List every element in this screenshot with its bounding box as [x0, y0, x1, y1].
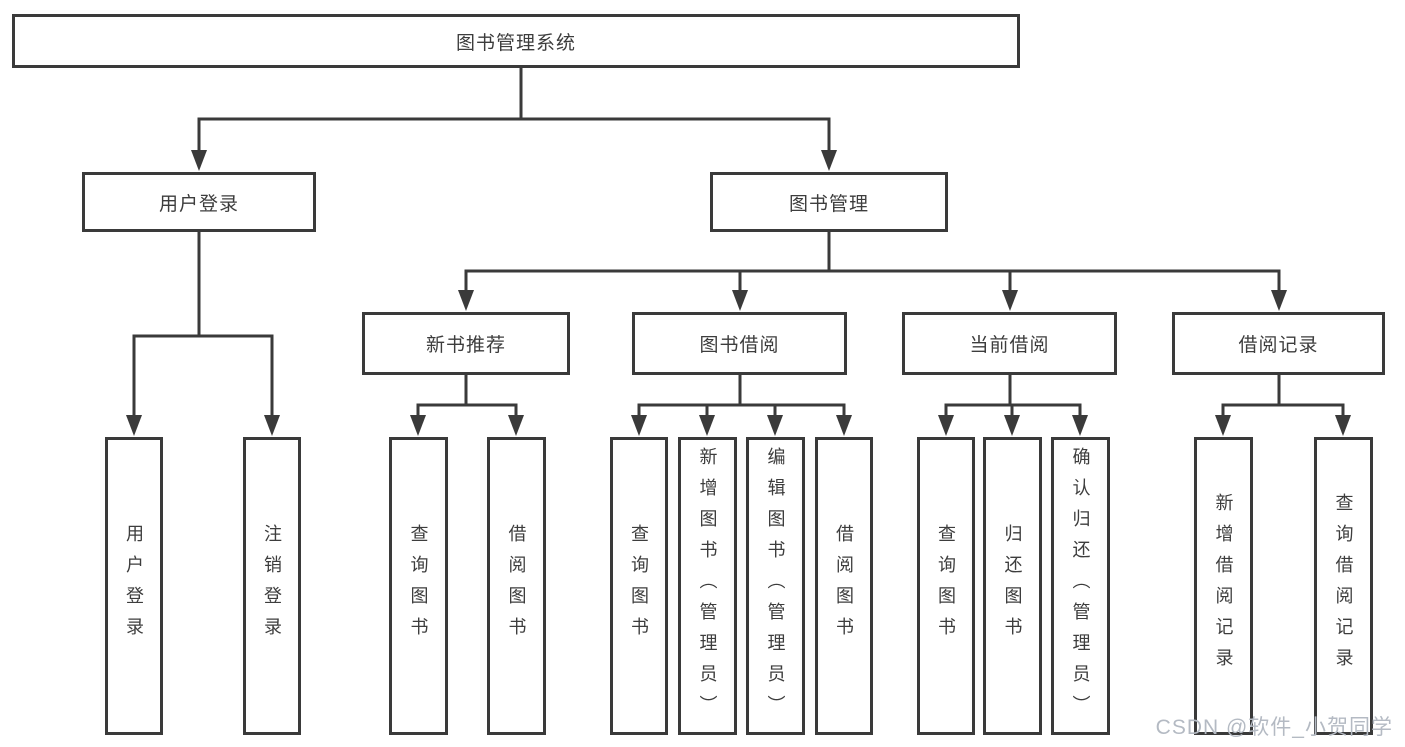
- leaf-borrow-books: 借阅图书: [487, 437, 546, 735]
- node-label: 查询图书: [629, 524, 649, 648]
- leaf-borrow-books-borrowing: 借阅图书: [815, 437, 873, 735]
- node-book-borrowing: 图书借阅: [632, 312, 847, 375]
- leaf-query-books-current: 查询图书: [917, 437, 975, 735]
- node-label: 借阅图书: [506, 524, 527, 648]
- node-library-management-system: 图书管理系统: [12, 14, 1020, 68]
- node-label: 新增借阅记录: [1213, 493, 1234, 679]
- node-label: 新增图书（管理员）: [697, 446, 718, 726]
- node-label: 查询借阅记录: [1333, 493, 1354, 679]
- node-borrow-records: 借阅记录: [1172, 312, 1385, 375]
- node-label: 新书推荐: [425, 335, 506, 356]
- node-book-management: 图书管理: [710, 172, 948, 232]
- leaf-confirm-return-admin: 确认归还（管理员）: [1051, 437, 1110, 735]
- node-label: 图书管理系统: [455, 32, 576, 54]
- leaf-edit-book-admin: 编辑图书（管理员）: [746, 437, 805, 735]
- node-label: 用户登录: [158, 193, 239, 215]
- node-label: 归还图书: [1002, 524, 1023, 648]
- leaf-add-book-admin: 新增图书（管理员）: [678, 437, 737, 735]
- leaf-user-login: 用户登录: [105, 437, 163, 735]
- leaf-query-borrow-record: 查询借阅记录: [1314, 437, 1373, 735]
- node-label: 注销登录: [262, 524, 282, 648]
- leaf-logout: 注销登录: [243, 437, 301, 735]
- node-current-borrowing: 当前借阅: [902, 312, 1117, 375]
- leaf-return-books: 归还图书: [983, 437, 1042, 735]
- node-label: 查询图书: [936, 524, 956, 648]
- node-label: 借阅记录: [1238, 335, 1319, 356]
- node-label: 编辑图书（管理员）: [765, 446, 786, 726]
- csdn-watermark: CSDN @软件_小贺同学: [1155, 716, 1393, 739]
- node-label: 用户登录: [124, 524, 144, 648]
- leaf-query-books-borrowing: 查询图书: [610, 437, 668, 735]
- node-label: 查询图书: [408, 524, 429, 648]
- node-label: 图书借阅: [699, 335, 780, 356]
- leaf-add-borrow-record: 新增借阅记录: [1194, 437, 1253, 735]
- arrowheads: [126, 150, 1351, 436]
- node-label: 图书管理: [788, 193, 869, 215]
- node-new-book-recommend: 新书推荐: [362, 312, 570, 375]
- leaf-query-books: 查询图书: [389, 437, 448, 735]
- node-user-login: 用户登录: [82, 172, 316, 232]
- node-label: 借阅图书: [834, 524, 854, 648]
- node-label: 当前借阅: [969, 335, 1050, 356]
- node-label: 确认归还（管理员）: [1070, 446, 1091, 726]
